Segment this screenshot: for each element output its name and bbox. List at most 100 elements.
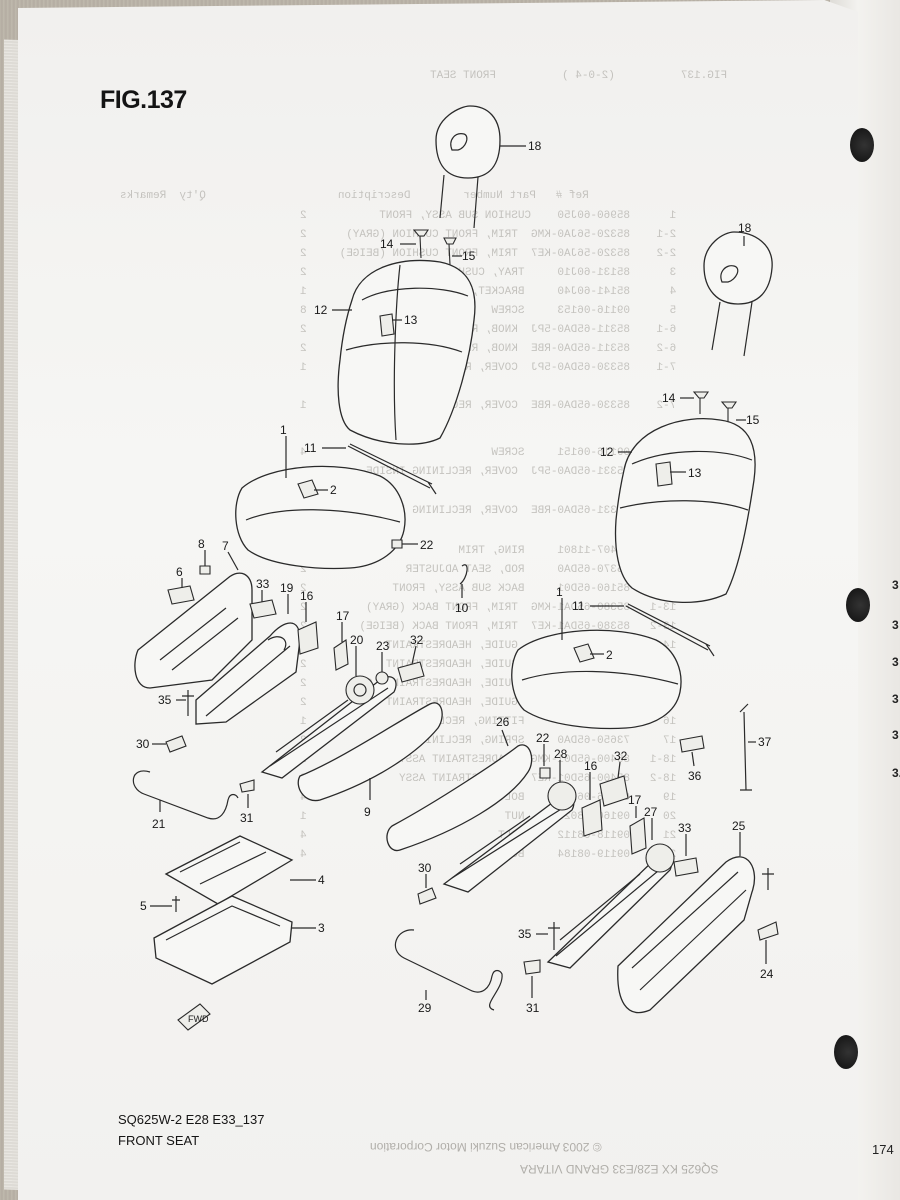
seat-track-part [546, 843, 675, 969]
recline-fitting-part [297, 621, 319, 655]
callout-number: 16 [584, 759, 598, 773]
next-page-fragment: 3 [892, 655, 899, 669]
callout-number: 8 [198, 537, 205, 551]
callout-number: 26 [496, 715, 510, 729]
seat-cushion-part [511, 629, 682, 730]
binder-hole [850, 128, 874, 162]
callout-number: 9 [364, 805, 371, 819]
callout-number: 3 [318, 921, 325, 935]
callout-number: 37 [758, 735, 772, 749]
callout-number: 14 [380, 237, 394, 251]
pin-part [375, 671, 389, 685]
callout-number: 25 [732, 819, 746, 833]
binder-hole [834, 1035, 858, 1069]
callout-number: 13 [688, 466, 702, 480]
callout-number: 18 [738, 221, 752, 235]
catalog-page [18, 0, 858, 1200]
cover-block-part [673, 857, 699, 877]
wire-part [132, 770, 239, 820]
headrest-guide-part [412, 229, 457, 266]
screw-part [199, 565, 211, 575]
callout-number: 15 [462, 249, 476, 263]
callout-number: 28 [554, 747, 568, 761]
recline-spring-part [629, 817, 647, 855]
callout-number: 21 [152, 817, 166, 831]
callout-number: 22 [536, 731, 550, 745]
callout-number: 23 [376, 639, 390, 653]
callout-number: 32 [410, 633, 424, 647]
cushion-tray-part [153, 895, 293, 985]
next-page-fragment: 3. [892, 766, 900, 780]
section-name: FRONT SEAT [118, 1133, 200, 1148]
callout-number: 11 [304, 441, 317, 455]
screw-part [172, 896, 180, 912]
callout-number: 17 [628, 793, 642, 807]
callout-number: 12 [314, 303, 328, 317]
headrest-guide-part [692, 391, 710, 414]
callout-number: 33 [256, 577, 270, 591]
recline-knob-part [167, 585, 195, 605]
callout-number: 20 [350, 633, 364, 647]
callout-number: 27 [644, 805, 658, 819]
bleed-copyright: © 2003 American Suzuki Motor Corporation [370, 1140, 602, 1154]
seat-cushion-part [235, 465, 406, 570]
bolt-part [762, 868, 774, 890]
callout-number: 17 [336, 609, 350, 623]
callout-number: 7 [222, 539, 229, 553]
next-page-fragment: 3 [892, 578, 899, 592]
callout-number: 5 [140, 899, 147, 913]
headrest-part [435, 105, 501, 229]
callout-number: 19 [280, 581, 294, 595]
callout-number: 2 [606, 648, 613, 662]
callout-number: 15 [746, 413, 760, 427]
bracket-part [397, 661, 425, 683]
callout-number: 31 [526, 1001, 540, 1015]
next-page-fragment: 3 [892, 692, 899, 706]
cap-part [165, 735, 187, 753]
callout-number: 10 [455, 601, 469, 615]
bleed-model: SQ625 KX E28/E33 GRAND VITARA [520, 1162, 719, 1176]
callout-number: 14 [662, 391, 676, 405]
callout-number: 4 [318, 873, 325, 887]
cover-block-part [249, 599, 277, 619]
inside-cover-part [386, 744, 533, 852]
headrest-part [703, 231, 773, 357]
binder-hole [846, 588, 870, 622]
callout-number: 35 [158, 693, 172, 707]
callout-number: 24 [760, 967, 774, 981]
callout-number: 36 [688, 769, 702, 783]
pad-part [679, 735, 705, 753]
next-page-fragment: 3 [892, 728, 899, 742]
callout-number: 29 [418, 1001, 432, 1015]
inside-cover-part [297, 702, 443, 802]
callout-number: 31 [240, 811, 254, 825]
next-page-fragment: 3 [892, 618, 899, 632]
callout-number: 35 [518, 927, 532, 941]
callout-number: 18 [528, 139, 542, 153]
callout-number: 22 [420, 538, 434, 552]
callout-number: 16 [300, 589, 314, 603]
callout-number: 6 [176, 565, 183, 579]
bracket-part [599, 775, 629, 807]
screw-part [539, 767, 551, 779]
seat-back-part [614, 418, 756, 604]
recline-knob-part [757, 921, 779, 941]
adjuster-rod-part [347, 443, 437, 495]
figure-title: FIG.137 [100, 86, 187, 114]
seat-track-part [442, 781, 577, 893]
callout-labels: 18 14 15 12 13 1 11 2 22 10 8 7 6 33 19 … [136, 139, 774, 1015]
recline-fitting-part [581, 799, 603, 837]
callout-number: 12 [600, 445, 614, 459]
trim-ring-part [459, 564, 468, 585]
page-number: 174 [872, 1142, 894, 1157]
model-code: SQ625W-2 E28 E33_137 [118, 1112, 265, 1127]
callout-number: 1 [280, 423, 287, 437]
rod-part [739, 703, 752, 791]
outside-cover-part [134, 572, 253, 689]
callout-number: 11 [572, 599, 585, 613]
bolt-part [548, 922, 560, 950]
callout-number: 32 [614, 749, 628, 763]
callout-number: 1 [556, 585, 563, 599]
wire-part [394, 929, 503, 1011]
